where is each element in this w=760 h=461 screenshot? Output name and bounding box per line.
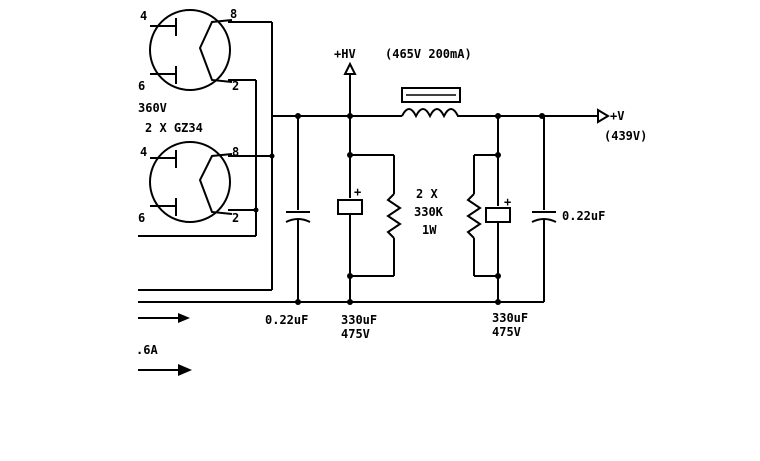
rectifier-tube-1: 4 8 6 2: [138, 7, 260, 93]
pin-label: 4: [140, 145, 147, 159]
rectifier-label: 2 X GZ34: [145, 121, 203, 135]
svg-text:+: +: [354, 185, 361, 199]
output-terminal: +V (439V): [597, 108, 647, 143]
hv-label: +HV: [334, 47, 356, 61]
pin-label: 2: [232, 211, 239, 225]
tube-wiring: [138, 21, 275, 291]
cap-right-value: 330uF: [492, 311, 528, 325]
pin-label: 8: [232, 145, 239, 159]
ground-rail: [138, 299, 544, 305]
hv-rating-label: (465V 200mA): [385, 47, 472, 61]
hv-rail: [272, 113, 598, 119]
pin-label: 8: [230, 7, 237, 21]
current-arrow-1: [138, 313, 190, 323]
pin-label: 6: [138, 211, 145, 225]
current-label: .6A: [136, 343, 158, 357]
cap-far-right-label: 0.22uF: [562, 209, 605, 223]
svg-text:+: +: [504, 195, 511, 209]
cap-mid-voltage: 475V: [341, 327, 370, 341]
output-voltage-label: (439V): [604, 129, 647, 143]
cap-right-voltage: 475V: [492, 325, 521, 339]
pin-label: 6: [138, 79, 145, 93]
tube-voltage-label: 360V: [138, 101, 167, 115]
resistor-count-label: 2 X: [416, 187, 438, 201]
rectifier-tube-2: 4 8 6 2: [138, 141, 272, 225]
current-arrow-2: [138, 364, 192, 376]
filter-cap-1: +: [337, 116, 363, 302]
cap-mid-value: 330uF: [341, 313, 377, 327]
capacitor-far-right: [531, 116, 557, 302]
bleeder-resistor-2: [466, 154, 498, 277]
resistor-power-label: 1W: [422, 223, 437, 237]
choke-inductor: [401, 87, 462, 119]
cap-left-label: 0.22uF: [265, 313, 308, 327]
capacitor-left: [285, 116, 311, 302]
pin-label: 4: [140, 9, 147, 23]
bleeder-resistor-1: [350, 154, 402, 277]
hv-terminal: +HV (465V 200mA): [334, 47, 472, 116]
output-label: +V: [610, 109, 624, 123]
pin-label: 2: [232, 79, 239, 93]
resistor-value-label: 330K: [414, 205, 444, 219]
filter-cap-2: +: [485, 116, 511, 302]
